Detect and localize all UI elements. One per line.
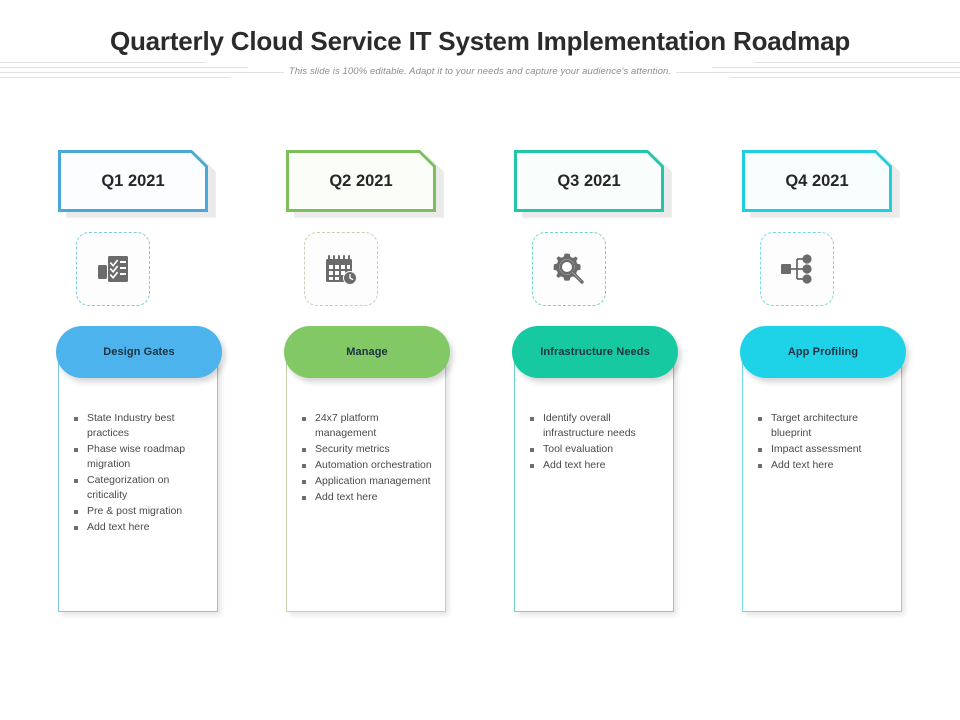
bullet-item: 24x7 platform management: [299, 411, 437, 441]
decorative-lines-left: [0, 62, 296, 84]
phase-pill-1[interactable]: Design Gates: [56, 326, 222, 378]
quarter-header-frame: Q3 2021: [514, 150, 664, 212]
decorative-lines-right: [664, 62, 960, 84]
quarter-header-frame: Q2 2021: [286, 150, 436, 212]
quarter-header-fill: [61, 153, 205, 209]
bullet-item: State Industry best practices: [71, 411, 209, 441]
quarter-label: Q3 2021: [557, 171, 621, 190]
quarter-header-fill: [517, 153, 661, 209]
roadmap-column-3: Q3 2021 Identify overall infrastructure …: [512, 150, 696, 612]
bullet-item: Add text here: [755, 458, 893, 473]
bullet-item: Pre & post migration: [71, 504, 209, 519]
calendar-clock-icon: [320, 248, 362, 290]
quarter-header-frame: Q1 2021: [58, 150, 208, 212]
phase-pill-label: Design Gates: [103, 346, 175, 358]
bullet-item: Phase wise roadmap migration: [71, 442, 209, 472]
bullet-item: Add text here: [71, 520, 209, 535]
bullet-item: Tool evaluation: [527, 442, 665, 457]
icon-tile-3: [532, 232, 606, 306]
icon-tile-2: [304, 232, 378, 306]
roadmap-column-2: Q2 2021: [284, 150, 468, 612]
icon-tile-4: [760, 232, 834, 306]
phase-pill-2[interactable]: Manage: [284, 326, 450, 378]
quarter-label: Q4 2021: [785, 171, 849, 190]
phase-pill-4[interactable]: App Profiling: [740, 326, 906, 378]
checklist-icon: [92, 248, 134, 290]
quarter-header-3[interactable]: Q3 2021: [514, 150, 696, 216]
page-title: Quarterly Cloud Service IT System Implem…: [109, 26, 851, 56]
icon-tile-1: [76, 232, 150, 306]
bullet-item: Security metrics: [299, 442, 437, 457]
bullet-item: Add text here: [299, 490, 437, 505]
phase-pill-label: Infrastructure Needs: [540, 346, 650, 358]
bullet-item: Automation orchestration: [299, 458, 437, 473]
quarter-header-4[interactable]: Q4 2021: [742, 150, 924, 216]
bullet-item: Categorization on criticality: [71, 473, 209, 503]
bullet-item: Impact assessment: [755, 442, 893, 457]
quarter-label: Q1 2021: [101, 171, 165, 190]
quarter-header-1[interactable]: Q1 2021: [58, 150, 240, 216]
phase-pill-3[interactable]: Infrastructure Needs: [512, 326, 678, 378]
quarter-header-frame: Q4 2021: [742, 150, 892, 212]
bullet-item: Target architecture blueprint: [755, 411, 893, 441]
quarter-header-2[interactable]: Q2 2021: [286, 150, 468, 216]
page-subtitle: This slide is 100% editable. Adapt it to…: [288, 66, 672, 77]
quarter-header-fill: [289, 153, 433, 209]
phase-pill-label: App Profiling: [787, 346, 859, 358]
gear-search-icon: [548, 248, 590, 290]
quarter-header-fill: [745, 153, 889, 209]
bullet-item: Application management: [299, 474, 437, 489]
bullet-item: Identify overall infrastructure needs: [527, 411, 665, 441]
hierarchy-network-icon: [776, 248, 818, 290]
quarter-label: Q2 2021: [329, 171, 393, 190]
bullet-item: Add text here: [527, 458, 665, 473]
phase-pill-label: Manage: [346, 346, 388, 358]
